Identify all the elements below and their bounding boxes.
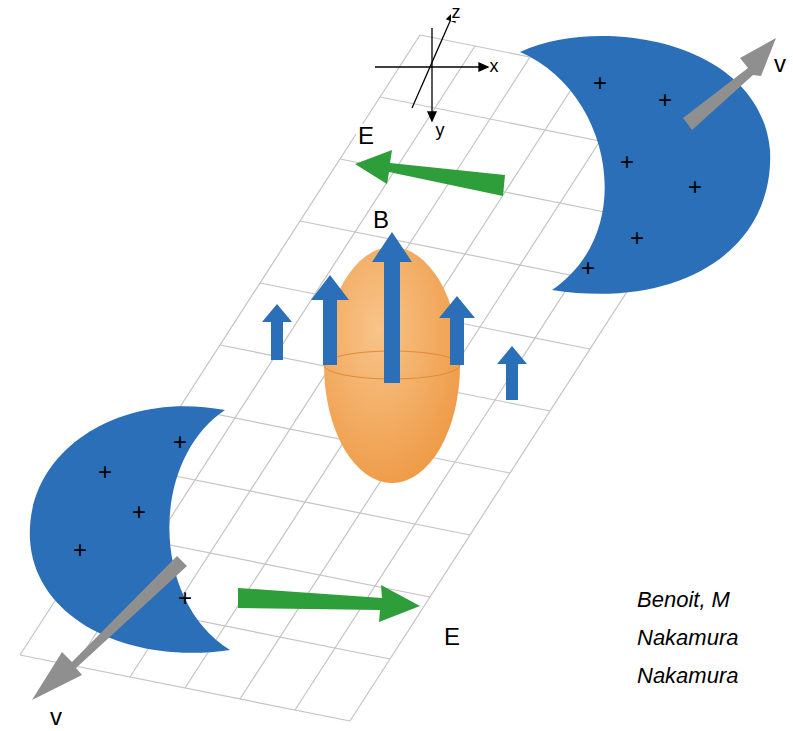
charge-sign: +: [178, 586, 192, 610]
grid-line: [130, 57, 530, 677]
nucleus-crescent: [520, 36, 770, 294]
charge-sign: +: [98, 460, 112, 484]
charge-sign: +: [630, 226, 644, 250]
charge-sign: +: [173, 430, 187, 454]
charge-sign: +: [593, 71, 607, 95]
charge-sign: +: [581, 256, 595, 280]
magnetic-field-arrow: [262, 232, 527, 400]
field-label: E: [356, 124, 376, 148]
axis-label: x: [489, 57, 500, 75]
grid-line: [185, 68, 585, 688]
velocity-label: v: [772, 52, 788, 76]
axis-label: y: [435, 121, 446, 139]
field-label: B: [371, 208, 391, 232]
velocity-arrow: [32, 38, 776, 700]
velocity-label: v: [48, 705, 64, 729]
credit-text: Nakamura: [637, 627, 738, 649]
charge-sign: +: [73, 538, 87, 562]
charge-sign: +: [132, 500, 146, 524]
charge-sign: +: [620, 150, 634, 174]
axes: [375, 12, 488, 121]
electric-field-arrow: [238, 150, 505, 622]
field-label: E: [442, 625, 462, 649]
charge-sign: +: [658, 88, 672, 112]
charge-sign: +: [688, 175, 702, 199]
credit-text: Nakamura: [637, 665, 738, 687]
credit-text: Benoit, M: [637, 589, 730, 611]
axis-label: z: [451, 3, 462, 21]
grid-line: [140, 469, 470, 535]
